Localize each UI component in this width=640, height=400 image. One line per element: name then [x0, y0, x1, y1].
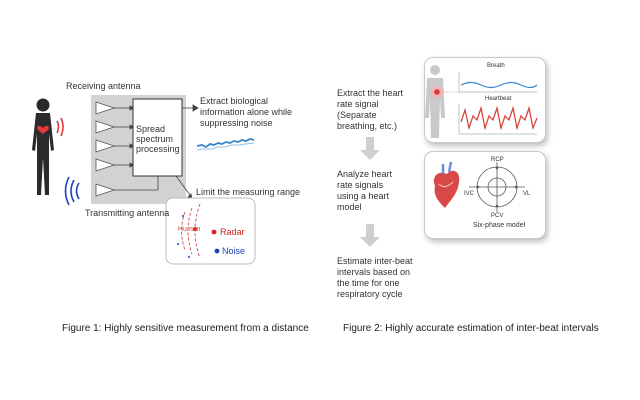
measuring-range-inset: [165, 197, 256, 265]
heartbeat-curve: [460, 105, 538, 131]
figure2-caption: Figure 2: Highly accurate estimation of …: [343, 323, 599, 334]
phase-label-right: VL: [523, 191, 531, 197]
six-phase-model-title: Six-phase model: [473, 222, 526, 229]
phase-label-left: IVC: [464, 191, 475, 197]
human-dot: [193, 227, 197, 231]
receiving-antenna-array: [95, 101, 116, 172]
blue-wave-icon: [64, 176, 80, 206]
receiving-antenna-label: Receiving antenna: [66, 81, 141, 91]
flow-arrow-1: [360, 137, 380, 160]
extracted-signal-line: [196, 138, 255, 149]
heartbeat-label: Heartbeat: [485, 96, 512, 102]
step2-text: Analyze heart rate signals using a heart…: [337, 169, 393, 212]
anatomical-heart-icon: [433, 161, 460, 208]
signals-panel: Breath Heartbeat: [424, 57, 546, 143]
six-phase-graphic: [433, 161, 525, 212]
inset-human-label: Human: [178, 226, 201, 233]
extract-biological-label: Extract biological information alone whi…: [200, 96, 293, 128]
breath-curve: [460, 81, 538, 89]
flow-arrow-2: [360, 224, 380, 247]
processor-label: Spread spectrum processing: [136, 124, 180, 154]
inset-radar-label: Radar: [220, 227, 245, 237]
transmitting-antenna-label: Transmitting antenna: [85, 208, 170, 218]
step3-text: Estimate inter-beat intervals based on t…: [337, 256, 413, 299]
phase-label-top: RCP: [491, 157, 504, 163]
phase-label-bottom: PCV: [491, 213, 504, 219]
heart-icon: [37, 125, 49, 134]
red-wave-icon: [56, 117, 64, 137]
breath-label: Breath: [487, 63, 505, 69]
inset-noise-label: Noise: [222, 246, 246, 256]
signals-graphic: [425, 65, 538, 138]
transmitting-antenna: [95, 183, 116, 197]
figure1-caption: Figure 1: Highly sensitive measurement f…: [62, 323, 309, 334]
person-silhouette: [32, 98, 54, 195]
step1-text: Extract the heart rate signal (Separate …: [337, 88, 404, 131]
noise-dot: [214, 248, 220, 254]
six-phase-model-panel: RCP IVC VL PCV Six-phase model: [424, 151, 546, 239]
body-silhouette-icon: [425, 65, 445, 138]
processor-box: [132, 98, 183, 177]
limit-range-label: Limit the measuring range: [196, 187, 301, 197]
radar-dot: [211, 229, 217, 235]
